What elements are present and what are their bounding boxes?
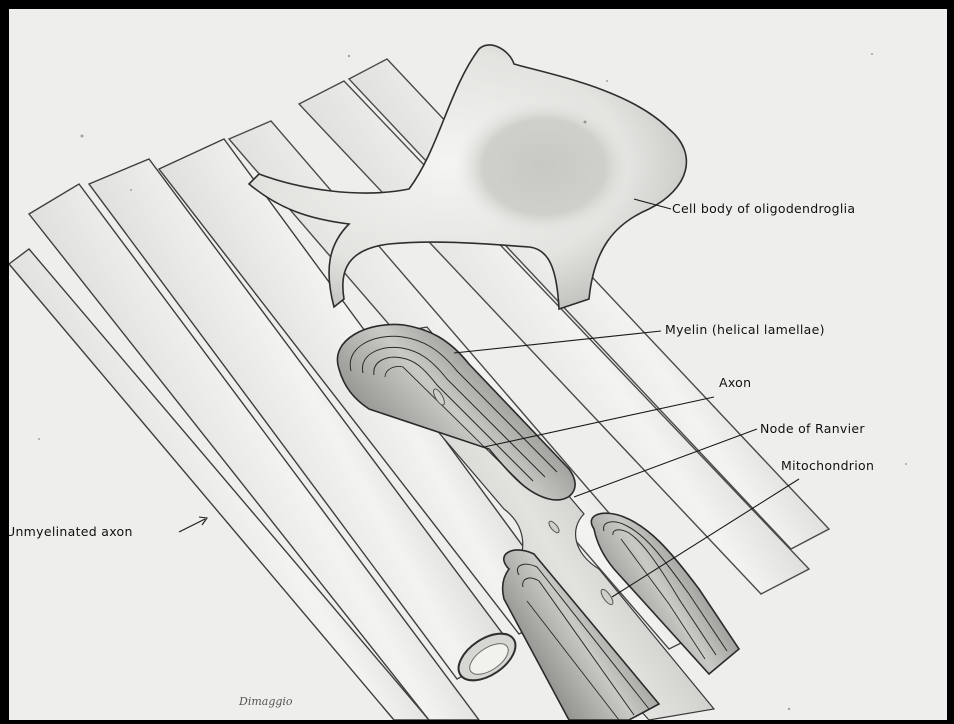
label-myelin: Myelin (helical lamellae) bbox=[665, 323, 825, 337]
nucleus bbox=[456, 99, 632, 235]
label-unmyelinated-axon: Unmyelinated axon bbox=[9, 525, 133, 539]
label-cell-body: Cell body of oligodendroglia bbox=[672, 202, 855, 216]
leader-unmyelinated bbox=[179, 519, 205, 532]
label-node-of-ranvier: Node of Ranvier bbox=[760, 422, 865, 436]
label-axon: Axon bbox=[719, 376, 751, 390]
artist-signature: Dimaggio bbox=[239, 695, 293, 708]
oligodendroglia-illustration bbox=[9, 9, 947, 720]
diagram-slide: Cell body of oligodendroglia Myelin (hel… bbox=[9, 9, 947, 720]
label-mitochondrion: Mitochondrion bbox=[781, 459, 874, 473]
